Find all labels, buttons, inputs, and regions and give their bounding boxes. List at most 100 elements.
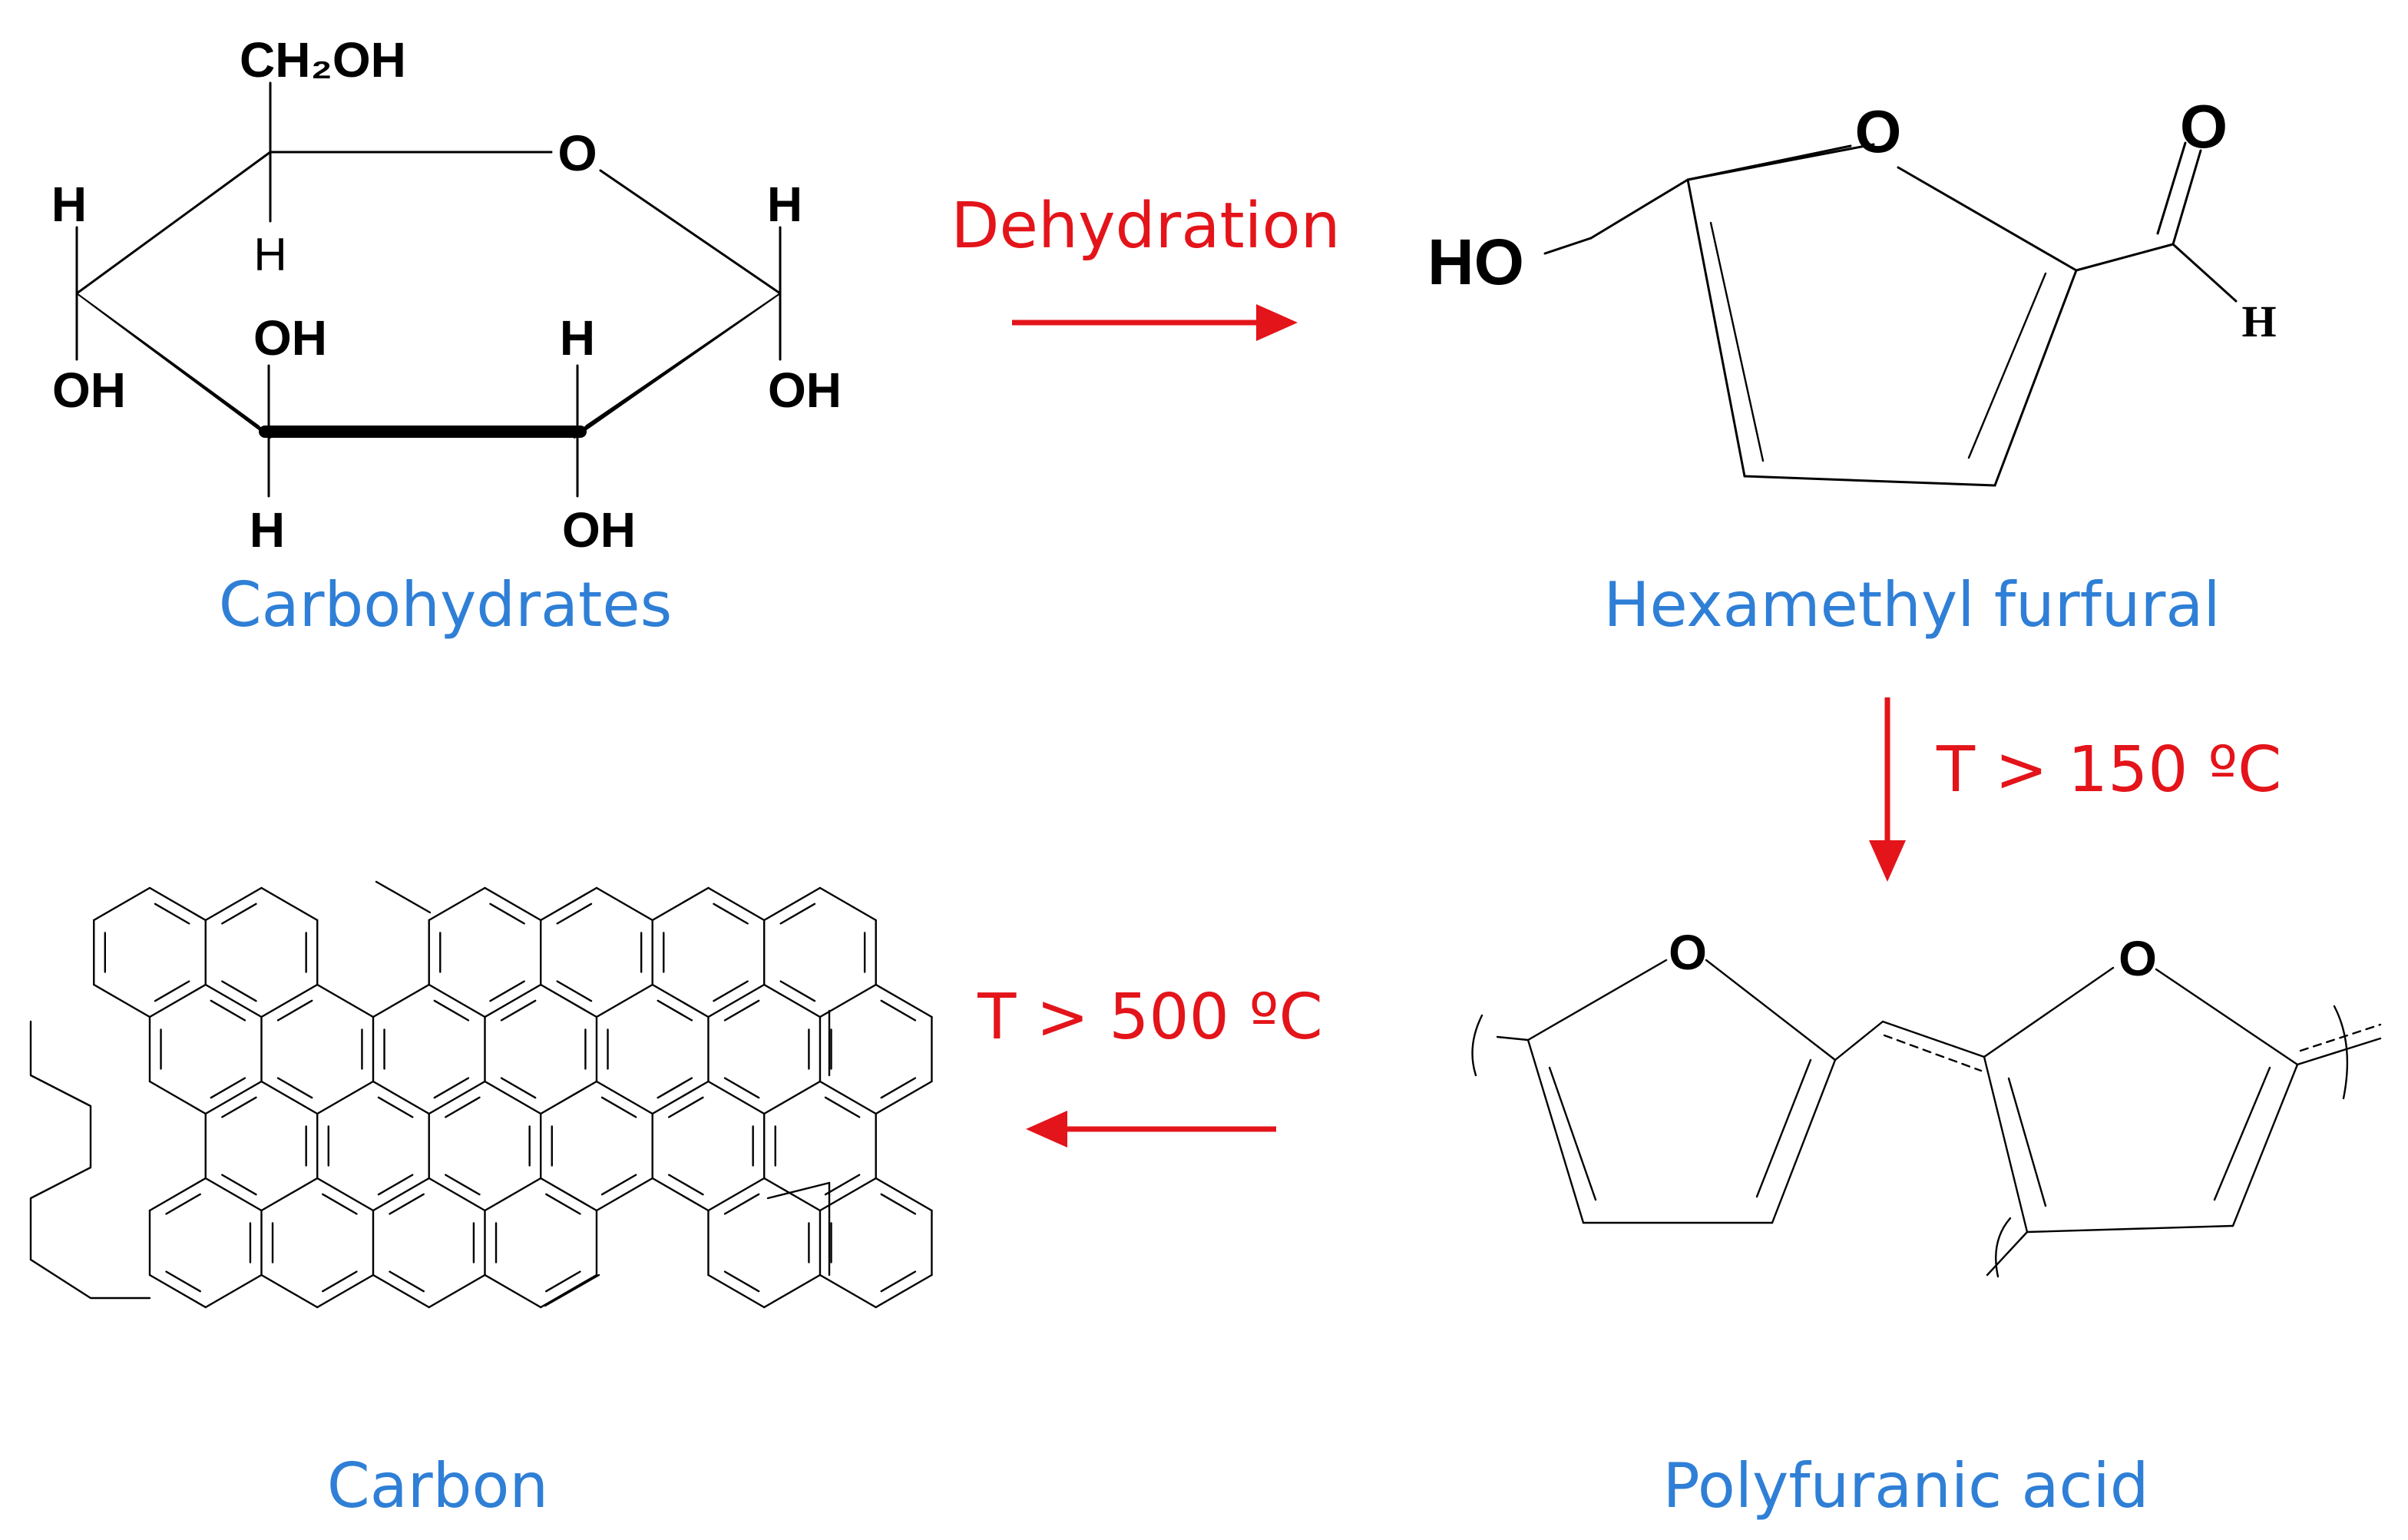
carbon-double-bond xyxy=(433,1077,470,1099)
carbon-bond xyxy=(484,1273,542,1309)
carbon-double-bond xyxy=(600,1096,637,1118)
carbon-double-bond xyxy=(445,1096,481,1118)
carbon-edge-chain xyxy=(29,1020,92,1261)
carbon-structure xyxy=(29,880,933,1309)
carbon-bond xyxy=(204,886,263,922)
carbon-bond xyxy=(875,1080,933,1115)
carbon-double-bond xyxy=(556,902,593,925)
carbon-bond xyxy=(484,1177,542,1212)
hydroxyl-label: OH xyxy=(562,502,636,558)
carbon-bond xyxy=(707,1177,766,1212)
carbon-double-bond xyxy=(779,902,816,925)
carbon-bond xyxy=(707,1080,766,1115)
carbon-bond xyxy=(260,1273,319,1309)
carbon-double-bond xyxy=(210,999,246,1022)
carbon-double-bond xyxy=(880,1270,917,1293)
carbon-bond xyxy=(763,1177,822,1212)
carbon-double-bond xyxy=(723,1077,760,1099)
carbon-bond xyxy=(428,886,486,922)
hydrogen-label: H xyxy=(767,177,802,232)
carbon-bond xyxy=(819,886,877,922)
carbon-double-bond xyxy=(276,1077,313,1099)
carbon-bond xyxy=(707,886,766,922)
carbon-bond xyxy=(204,1273,263,1309)
carbon-double-bond xyxy=(165,1193,201,1215)
carbon-double-bond xyxy=(668,1096,704,1118)
carbon-bond xyxy=(260,1080,319,1115)
carbon-bond xyxy=(763,1080,822,1115)
hydroxyl-label: OH xyxy=(768,363,842,418)
carbon-double-bond xyxy=(600,1174,637,1196)
ch2oh-label: CH₂OH xyxy=(240,32,406,88)
hmf-label: Hexamethyl furfural xyxy=(1603,569,2220,641)
carbon-bond xyxy=(651,1080,710,1115)
carbon-bond xyxy=(540,1177,598,1212)
carbon-bond xyxy=(875,983,933,1018)
carbon-double-bond xyxy=(377,1174,414,1196)
carbon-bond xyxy=(763,1273,822,1309)
carbon-edge-chain xyxy=(766,1181,831,1200)
carbon-bond xyxy=(260,886,319,922)
carbon-double-bond xyxy=(221,1174,257,1196)
carbon-double-bond xyxy=(276,999,313,1022)
carbon-bond xyxy=(260,983,319,1018)
carbon-bond xyxy=(204,1177,263,1212)
carbon-edge-chain xyxy=(544,1273,600,1307)
carbon-edge-chain xyxy=(29,1258,151,1300)
carbon-double-bond xyxy=(880,1077,917,1099)
carbon-bond xyxy=(93,886,151,922)
dehydration-label: Dehydration xyxy=(951,190,1340,263)
carbon-bond xyxy=(484,886,542,922)
carbon-bond xyxy=(148,1273,207,1309)
carbon-double-bond xyxy=(221,902,257,925)
carbon-double-bond xyxy=(668,1174,704,1196)
carbon-bond xyxy=(372,1080,430,1115)
polyfuranic-acid-label: Polyfuranic acid xyxy=(1662,1450,2148,1522)
hydroxyl-label: OH xyxy=(253,310,327,366)
carbon-double-bond xyxy=(377,1096,414,1118)
carbon-double-bond xyxy=(880,999,917,1022)
carbon-bond xyxy=(316,1177,375,1212)
carbon-bond xyxy=(148,886,207,922)
hmf-structure: O O H HO xyxy=(1427,92,2277,487)
carbon-bond xyxy=(372,1273,430,1309)
carbon-bond xyxy=(540,1080,598,1115)
hydroxymethyl-label: HO xyxy=(1427,226,1524,298)
carbon-double-bond xyxy=(500,1077,537,1099)
carbon-bond xyxy=(148,983,207,1018)
carbon-bond xyxy=(372,1177,430,1212)
carbon-double-bond xyxy=(322,1270,358,1293)
carbon-bond xyxy=(707,983,766,1018)
carbon-bond xyxy=(316,983,375,1018)
carbon-double-bond xyxy=(433,999,470,1022)
carbon-bond xyxy=(875,1273,933,1309)
carbon-bond xyxy=(428,983,486,1018)
carbon-bond xyxy=(316,1273,375,1309)
carbohydrate-structure: CH₂OH O H H OH H OH OH H H OH xyxy=(51,32,842,558)
hydrogen-label: H xyxy=(253,229,286,280)
t500-label: T > 500 ºC xyxy=(977,981,1322,1054)
carbon-double-bond xyxy=(154,980,190,1002)
carbon-double-bond xyxy=(210,1077,246,1099)
carbon-double-bond xyxy=(723,1270,760,1293)
hydrogen-label: H xyxy=(560,310,595,366)
carbon-bond xyxy=(540,983,598,1018)
carbon-bond xyxy=(707,1273,766,1309)
carbohydrates-label: Carbohydrates xyxy=(219,569,673,641)
carbon-bond xyxy=(819,1273,877,1309)
carbon-bond xyxy=(204,983,263,1018)
carbon-bond xyxy=(148,1080,207,1115)
carbon-bond xyxy=(875,1177,933,1212)
furan-oxygen-label: O xyxy=(1855,98,1902,165)
carbon-bond xyxy=(595,1177,653,1212)
carbon-bond xyxy=(763,983,822,1018)
carbon-double-bond xyxy=(556,980,593,1002)
t500-arrow xyxy=(1026,1111,1276,1148)
polyfuranic-structure: O O xyxy=(1471,925,2382,1278)
carbon-double-bond xyxy=(779,980,816,1002)
carbonyl-oxygen-label: O xyxy=(2180,92,2228,161)
t150-arrow xyxy=(1869,697,1906,882)
carbon-bond xyxy=(372,983,430,1018)
carbon-bond xyxy=(540,886,598,922)
